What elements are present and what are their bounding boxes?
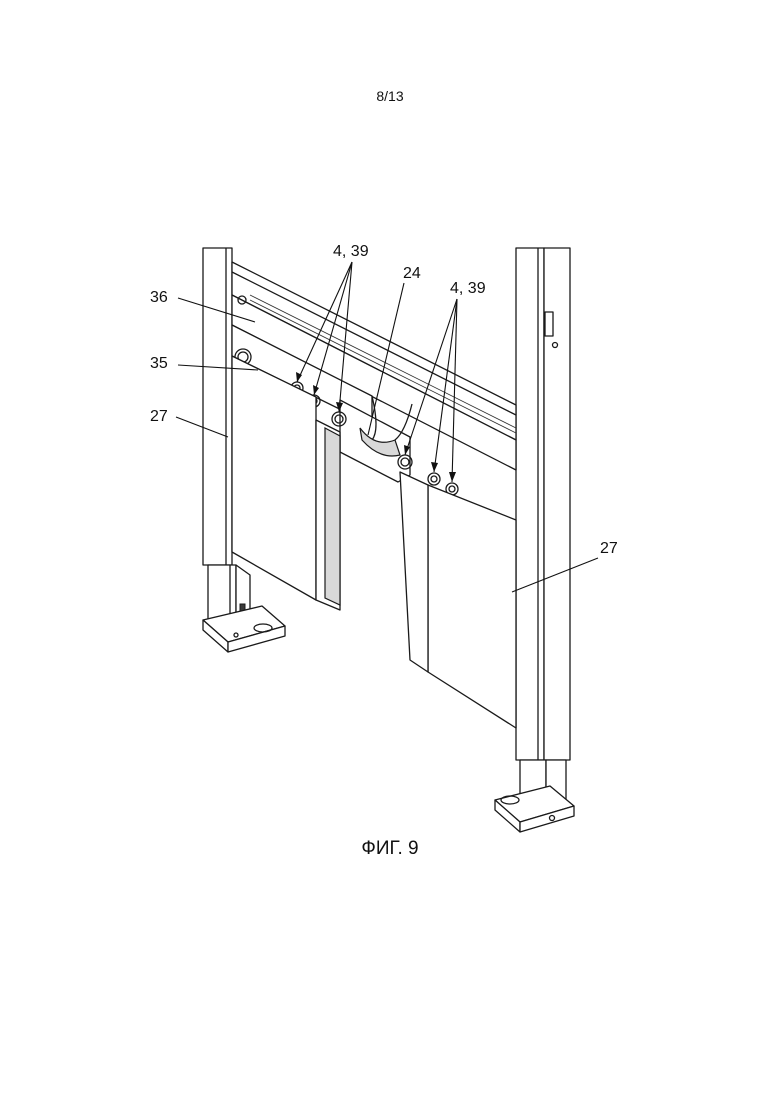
figure-caption: ФИГ. 9 — [0, 838, 780, 860]
label-27-left: 27 — [150, 408, 168, 425]
label-4-39-left: 4, 39 — [333, 243, 369, 260]
label-35: 35 — [150, 355, 168, 372]
label-24: 24 — [403, 265, 421, 282]
label-27-right: 27 — [600, 540, 618, 557]
label-36: 36 — [150, 289, 168, 306]
right-panel — [400, 472, 516, 728]
label-4-39-right: 4, 39 — [450, 280, 486, 297]
